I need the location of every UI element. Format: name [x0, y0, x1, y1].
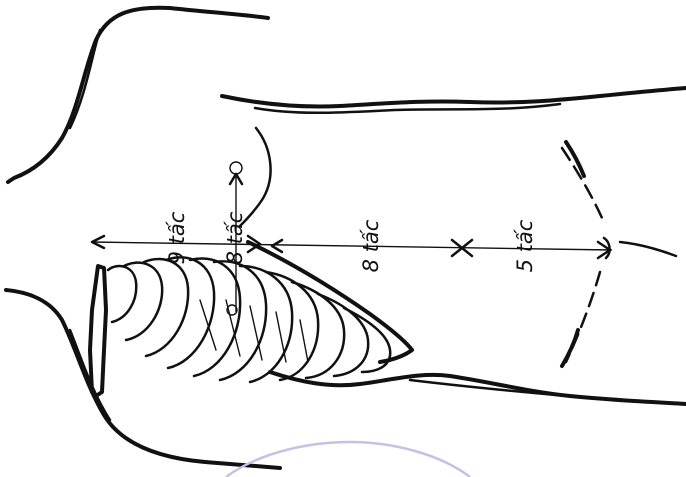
upper-shoulder-outline — [8, 8, 268, 182]
label-segment-4: 5 tấc — [513, 219, 537, 272]
upper-torso-contour — [222, 88, 686, 107]
hip-stroke-lower — [562, 330, 578, 366]
watermark-stamp — [226, 442, 470, 477]
pectoral-curve — [240, 128, 271, 226]
label-segment-1: 9 tấc — [165, 211, 189, 264]
label-segment-2: 8 tấc — [223, 211, 247, 264]
rib-4 — [166, 257, 214, 368]
navel-right-stroke — [620, 242, 676, 256]
rib-6 — [214, 261, 266, 380]
tick-2 — [272, 240, 282, 252]
label-segment-3: 8 tấc — [359, 219, 383, 272]
rib-1 — [108, 266, 136, 322]
rib-3 — [144, 259, 188, 356]
nipple-marker — [230, 162, 242, 174]
sternum — [90, 266, 106, 396]
iliac-line-upper — [562, 148, 602, 218]
rib-2 — [124, 263, 162, 340]
lower-torso-contour-2 — [410, 380, 590, 398]
rib-5 — [190, 259, 240, 376]
